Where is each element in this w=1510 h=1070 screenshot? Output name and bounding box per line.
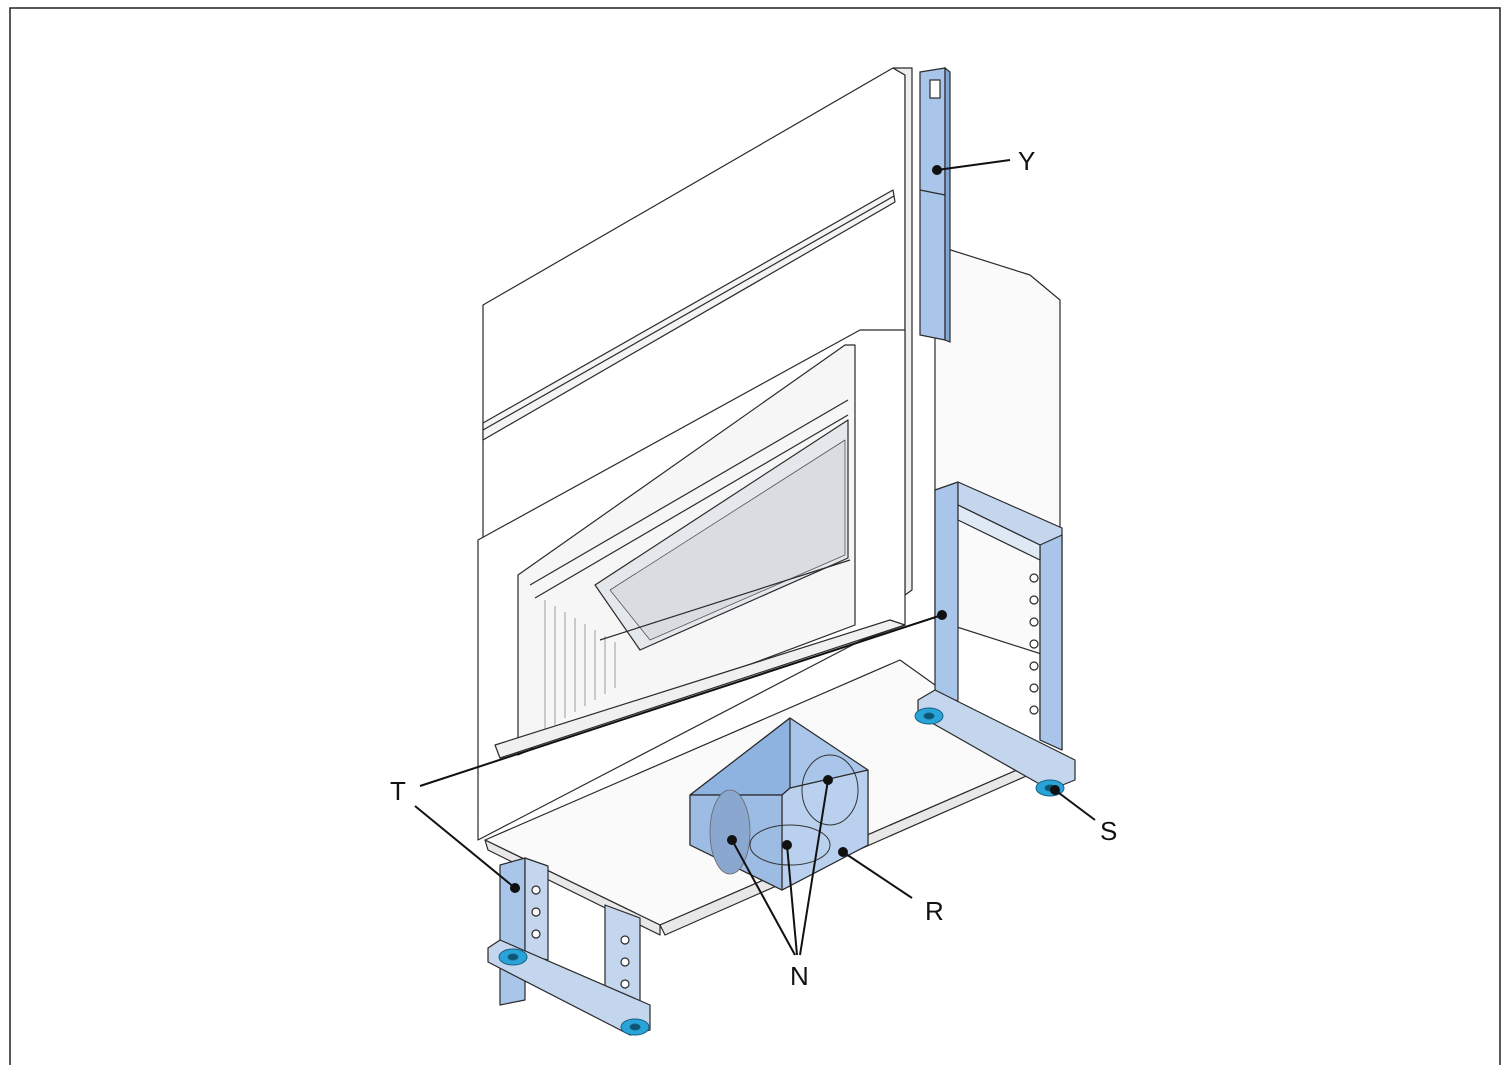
- part-t-left-bracket: [487, 857, 651, 1036]
- part-s-feet: [498, 707, 1065, 1036]
- part-r-box: [689, 717, 869, 891]
- label-t: T: [390, 776, 406, 806]
- frame-border: [9, 7, 1501, 1070]
- firebox-frame: [477, 329, 906, 841]
- part-y-duct: [919, 66, 951, 343]
- label-s: S: [1100, 816, 1117, 846]
- label-r: R: [925, 896, 944, 926]
- part-t-right-bracket: [917, 481, 1076, 791]
- label-n: N: [790, 961, 809, 991]
- label-y: Y: [1018, 146, 1035, 176]
- leader-lines: [414, 159, 1096, 956]
